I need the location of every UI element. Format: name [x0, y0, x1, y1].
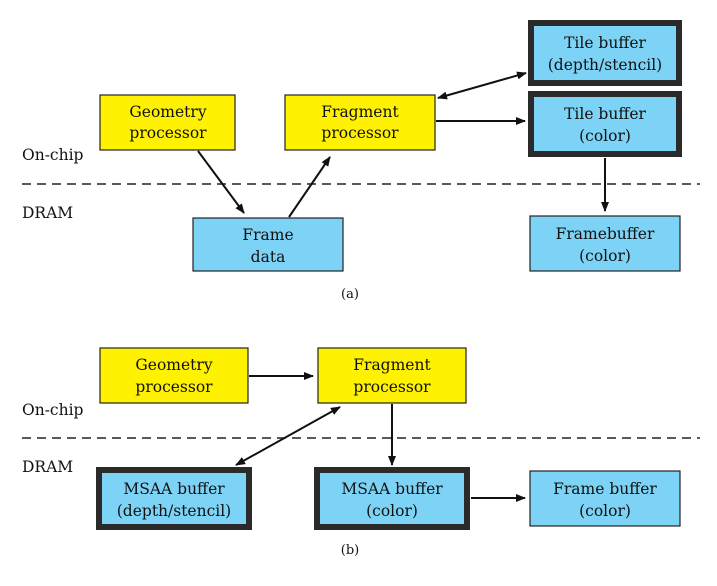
panel-a-fragment-label-2: processor [321, 124, 399, 142]
panel-b-frame-buffer-box [529, 470, 681, 527]
panel-a: Geometry processor Fragment processor Ti… [22, 20, 700, 302]
panel-b-arrow-fragment-msaa-depth [235, 406, 341, 466]
panel-a-framebuffer-label-2: (color) [579, 247, 631, 265]
panel-a-frame-data-box [192, 217, 344, 272]
panel-b-msaa-color-box [314, 467, 470, 530]
panel-b: Geometry processor Fragment processor MS… [22, 347, 700, 558]
panel-a-fragment-box [284, 94, 436, 151]
panel-b-geometry-label-2: processor [135, 378, 213, 396]
panel-a-frame-data-label-1: Frame [242, 226, 293, 244]
panel-b-msaa-depth-box [96, 467, 252, 530]
panel-a-tile-depth-label-2: (depth/stencil) [548, 56, 662, 74]
panel-b-frame-buffer-label-1: Frame buffer [553, 480, 657, 498]
panel-b-fragment-label-2: processor [353, 378, 431, 396]
panel-a-framebuffer-box [529, 215, 681, 272]
panel-b-caption: (b) [341, 543, 359, 558]
panel-b-geometry-label-1: Geometry [135, 356, 212, 374]
panel-b-fragment-box [317, 347, 467, 404]
panel-a-fragment-label-1: Fragment [321, 103, 399, 121]
panel-a-dram-label: DRAM [22, 204, 73, 222]
panel-a-geometry-box [99, 94, 236, 151]
panel-a-tile-depth-box [528, 20, 682, 86]
panel-b-on-chip-label: On-chip [22, 401, 84, 419]
panel-a-tile-color-label-2: (color) [579, 127, 631, 145]
panel-a-arrow-geometry-to-frame-data [197, 150, 245, 214]
panel-b-msaa-color-label-1: MSAA buffer [341, 480, 443, 498]
panel-a-arrow-frame-data-to-fragment [288, 156, 331, 218]
panel-b-msaa-color-label-2: (color) [366, 502, 418, 520]
panel-b-fragment-label-1: Fragment [353, 356, 431, 374]
panel-a-geometry-label-1: Geometry [129, 103, 206, 121]
panel-a-tile-depth-label-1: Tile buffer [564, 34, 646, 52]
panel-a-caption: (a) [341, 287, 359, 302]
panel-a-tile-color-label-1: Tile buffer [564, 105, 646, 123]
panel-a-geometry-label-2: processor [129, 124, 207, 142]
panel-a-framebuffer-label-1: Framebuffer [556, 225, 655, 243]
panel-b-msaa-depth-label-1: MSAA buffer [123, 480, 225, 498]
panel-a-frame-data-label-2: data [251, 248, 286, 266]
panel-a-arrow-fragment-tile-depth [437, 71, 527, 100]
panel-b-dram-label: DRAM [22, 458, 73, 476]
panel-b-frame-buffer-label-2: (color) [579, 502, 631, 520]
panel-a-on-chip-label: On-chip [22, 146, 84, 164]
panel-b-geometry-box [99, 347, 249, 404]
panel-a-tile-color-box [528, 91, 682, 157]
panel-b-msaa-depth-label-2: (depth/stencil) [117, 502, 231, 520]
